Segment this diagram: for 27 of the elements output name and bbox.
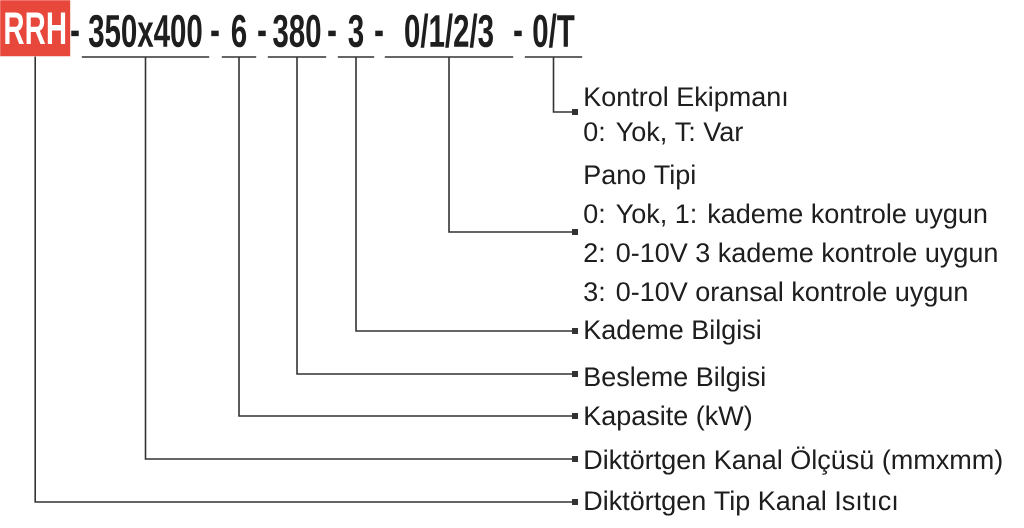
code-prefix-box: RRH xyxy=(0,0,71,57)
description-text: Pano Tipi 0: Yok, 1: kademe kontrole uygun 2: 0-10V 3 kademe kontrole uygun 3: 0-10V oransal kontrole uygun xyxy=(584,164,997,307)
description-text: Besleme Bilgisi xyxy=(585,366,765,392)
description-text: Kademe Bilgisi xyxy=(585,319,760,345)
leader-line xyxy=(34,55,578,505)
code-segment: 3 xyxy=(337,14,375,58)
separator-dash: - xyxy=(514,30,522,37)
code-segment: 0/T xyxy=(524,13,583,58)
separator-dash: - xyxy=(328,30,336,37)
code-segment: 380 xyxy=(267,14,327,58)
leader-line xyxy=(296,56,578,377)
description-text: Kapasite (kW) xyxy=(585,405,752,431)
description-text: Diktörtgen Tip Kanal Isıtıcı xyxy=(585,490,897,516)
separator-dash: - xyxy=(258,30,266,37)
separator-dash: - xyxy=(71,30,79,37)
code-segment: 350x400 xyxy=(81,14,210,58)
code-segment: 0/1/2/3 xyxy=(384,13,514,58)
description-text: Kontrol Ekipmanı 0: Yok, T: Var xyxy=(584,86,787,145)
separator-dash: - xyxy=(211,30,219,37)
leader-line xyxy=(552,56,578,115)
leader-line xyxy=(448,56,578,235)
code-segment: 6 xyxy=(221,14,257,58)
leader-line xyxy=(238,56,578,419)
leader-line xyxy=(355,56,578,334)
leader-line xyxy=(144,56,578,462)
separator-dash: - xyxy=(375,30,383,37)
description-text: Diktörtgen Kanal Ölçüsü (mmxmm) xyxy=(585,446,1002,475)
